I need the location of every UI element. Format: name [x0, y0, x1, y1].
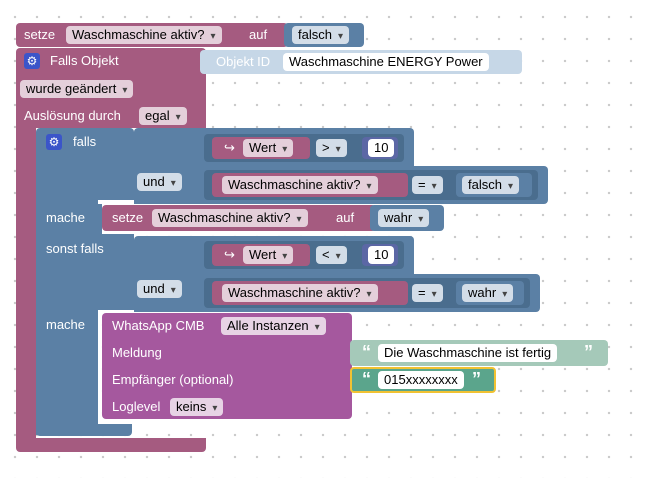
whatsapp-title: WhatsApp CMB	[112, 318, 205, 333]
number-field-1[interactable]: 10	[368, 139, 395, 157]
operator-dropdown-1[interactable]: >	[316, 139, 347, 157]
var-dropdown-2[interactable]: Waschmaschine aktiv?	[222, 284, 378, 302]
arrow-icon: ↪	[224, 247, 235, 262]
quote-open-icon: “	[362, 369, 371, 389]
meldung-text-field[interactable]: Die Waschmaschine ist fertig	[378, 344, 558, 362]
falls-label: falls	[73, 134, 97, 149]
equals-dropdown-2[interactable]: =	[412, 284, 443, 302]
loglevel-dropdown[interactable]: keins	[170, 398, 224, 416]
und-dropdown-2[interactable]: und	[137, 280, 182, 298]
equals-dropdown-1[interactable]: =	[412, 176, 443, 194]
bool-dropdown-2[interactable]: wahr	[462, 284, 514, 302]
trigger-title: Falls Objekt	[50, 53, 119, 68]
do-set-label: setze	[112, 210, 144, 225]
instances-dropdown[interactable]: Alle Instanzen	[221, 317, 326, 335]
quote-close-icon: ”	[472, 369, 481, 389]
condition-dropdown[interactable]: wurde geändert	[20, 80, 134, 98]
var-dropdown-1[interactable]: Waschmaschine aktiv?	[222, 176, 378, 194]
empfaenger-text-field[interactable]: 015xxxxxxxx	[378, 371, 464, 389]
objekt-id-field[interactable]: Waschmaschine ENERGY Power	[283, 53, 489, 71]
objekt-id-label: Objekt ID	[216, 54, 271, 69]
number-field-2[interactable]: 10	[368, 246, 395, 264]
ausloesung-dropdown[interactable]: egal	[139, 107, 187, 125]
do-set-value-dropdown[interactable]: wahr	[378, 209, 430, 227]
arrow-icon: ↪	[224, 140, 235, 155]
if-block-sonst-row	[36, 234, 134, 310]
do-set-auf-label: auf	[336, 210, 355, 225]
gear-icon[interactable]: ⚙	[24, 53, 40, 69]
empfaenger-label: Empfänger (optional)	[112, 372, 234, 387]
mache-label: mache	[46, 317, 86, 332]
bool-dropdown-1[interactable]: falsch	[462, 176, 519, 194]
do-set-variable-dropdown[interactable]: Waschmaschine aktiv?	[152, 209, 308, 227]
loglevel-label: Loglevel	[112, 399, 161, 414]
quote-open-icon: “	[362, 342, 371, 362]
top-set-auf-label: auf	[249, 27, 268, 42]
top-set-label: setze	[24, 27, 56, 42]
trigger-block-left-bar	[16, 120, 36, 440]
ausloesung-label: Auslösung durch	[24, 108, 121, 123]
wert-dropdown-2[interactable]: Wert	[243, 246, 294, 264]
if-block-footer	[36, 424, 132, 436]
top-set-value-dropdown[interactable]: falsch	[292, 26, 349, 44]
gear-icon[interactable]: ⚙	[46, 134, 62, 150]
trigger-block-footer	[16, 438, 206, 452]
wert-dropdown-1[interactable]: Wert	[243, 139, 294, 157]
und-dropdown-1[interactable]: und	[137, 173, 182, 191]
mache-label: mache	[46, 210, 86, 225]
sonst-falls-label: sonst falls	[46, 241, 104, 256]
meldung-label: Meldung	[112, 345, 162, 360]
operator-dropdown-2[interactable]: <	[316, 246, 347, 264]
if-block-mache-row	[36, 204, 102, 234]
top-set-variable-dropdown[interactable]: Waschmaschine aktiv?	[66, 26, 222, 44]
quote-close-icon: ”	[584, 342, 593, 362]
